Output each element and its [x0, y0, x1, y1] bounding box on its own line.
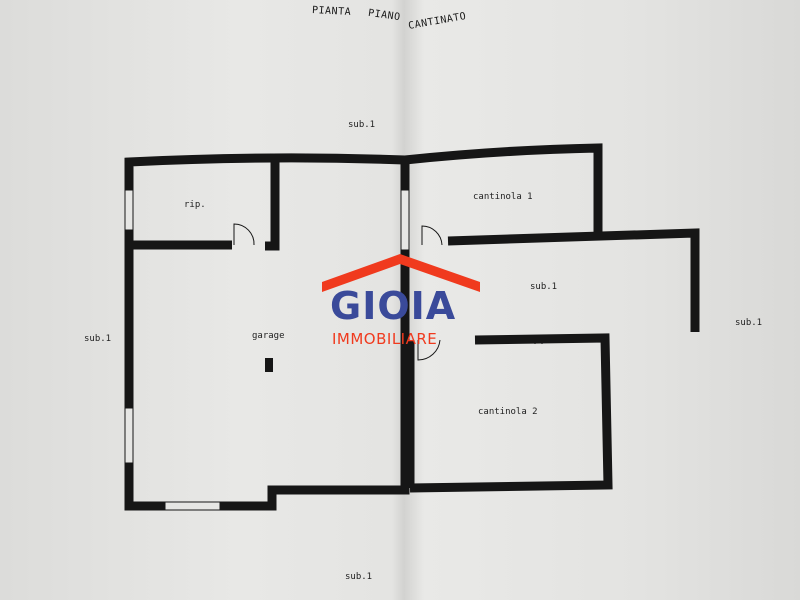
label-sub-middle: sub.1	[530, 282, 558, 292]
label-garage: garage	[252, 331, 285, 341]
label-rip: rip.	[184, 200, 206, 210]
door-rip	[233, 223, 255, 246]
label-cantinola-2: cantinola 2	[478, 407, 538, 417]
label-sub-right: sub.1	[735, 318, 763, 328]
label-cantinola-1: cantinola 1	[473, 192, 533, 202]
logo-tagline: IMMOBILIARE	[332, 330, 438, 348]
garage-pillar	[265, 358, 273, 372]
wall-left-block	[124, 153, 410, 511]
logo-name: GIOIA	[330, 284, 457, 328]
roof-icon	[322, 254, 480, 292]
door-cantinola2	[417, 339, 441, 361]
label-sub-bottom: sub.1	[345, 572, 373, 582]
door-cantinola1	[421, 225, 443, 246]
window-garage-bottom	[164, 501, 221, 511]
window-garage-left	[124, 407, 134, 464]
label-sub-top: sub.1	[348, 120, 376, 130]
wall-sub-middle-top	[447, 228, 700, 332]
opening-middle	[400, 189, 410, 251]
wall-cantinola1	[404, 143, 603, 232]
window-rip	[124, 189, 134, 231]
label-sub-left: sub.1	[84, 334, 112, 344]
gioia-immobiliare-logo: GIOIA IMMOBILIARE	[318, 252, 482, 352]
wall-rip-partition	[265, 162, 280, 251]
vent-marker	[534, 335, 543, 344]
